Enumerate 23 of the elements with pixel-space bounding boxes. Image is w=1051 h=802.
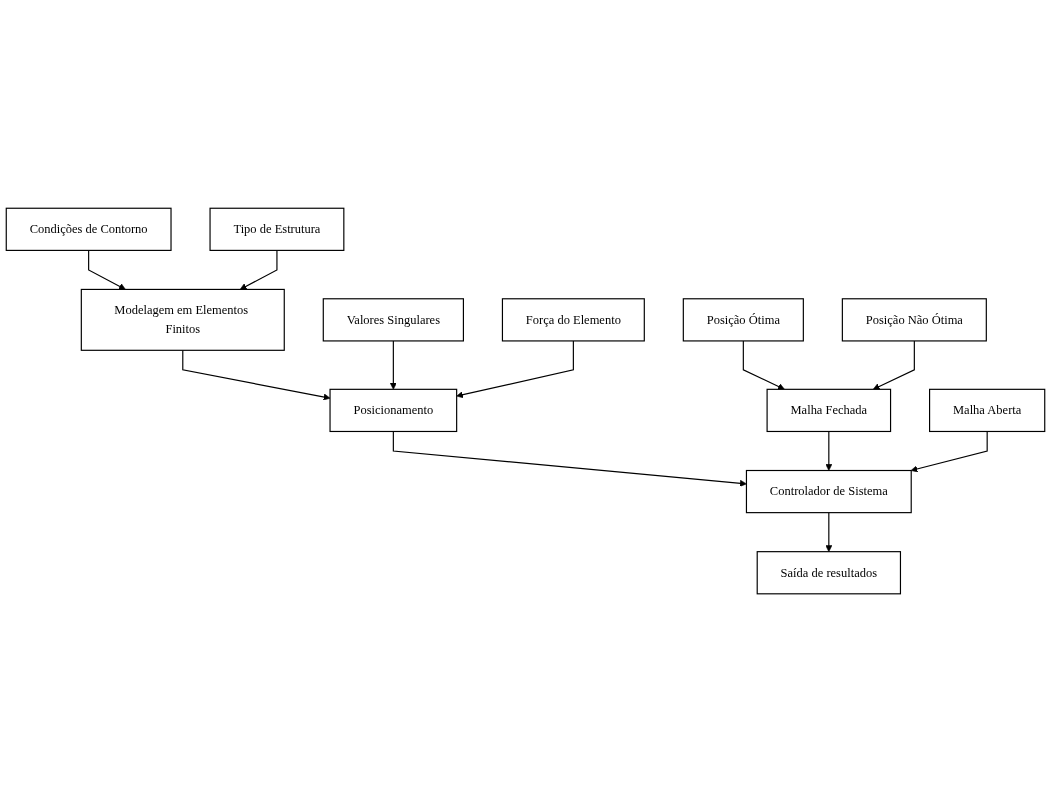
- arrow: [182, 349, 331, 401]
- node-box: Tipo de Estrutura: [209, 207, 345, 251]
- arrow: [456, 340, 574, 399]
- arrow: [389, 340, 397, 390]
- node-box: Força do Elemento: [501, 298, 645, 342]
- node-box: Saída de resultados: [756, 551, 902, 595]
- node-box: Valores Singulares: [322, 298, 464, 342]
- arrow: [825, 512, 833, 552]
- node-box: Malha Aberta: [929, 388, 1046, 433]
- arrow: [88, 249, 126, 290]
- arrow: [239, 249, 278, 290]
- node-box: Malha Fechada: [766, 388, 892, 433]
- arrow: [825, 430, 833, 471]
- arrow: [742, 340, 785, 390]
- arrow: [392, 430, 747, 487]
- node-box: Modelagem em Elementos Finitos: [80, 288, 285, 351]
- arrow: [910, 430, 988, 473]
- node-box: Condições de Contorno: [5, 207, 172, 251]
- node-box: Posição Não Ótima: [841, 298, 987, 342]
- node-box: Posição Ótima: [682, 298, 804, 342]
- node-box: Controlador de Sistema: [745, 469, 912, 514]
- arrow: [872, 340, 915, 390]
- node-box: Posicionamento: [329, 388, 458, 433]
